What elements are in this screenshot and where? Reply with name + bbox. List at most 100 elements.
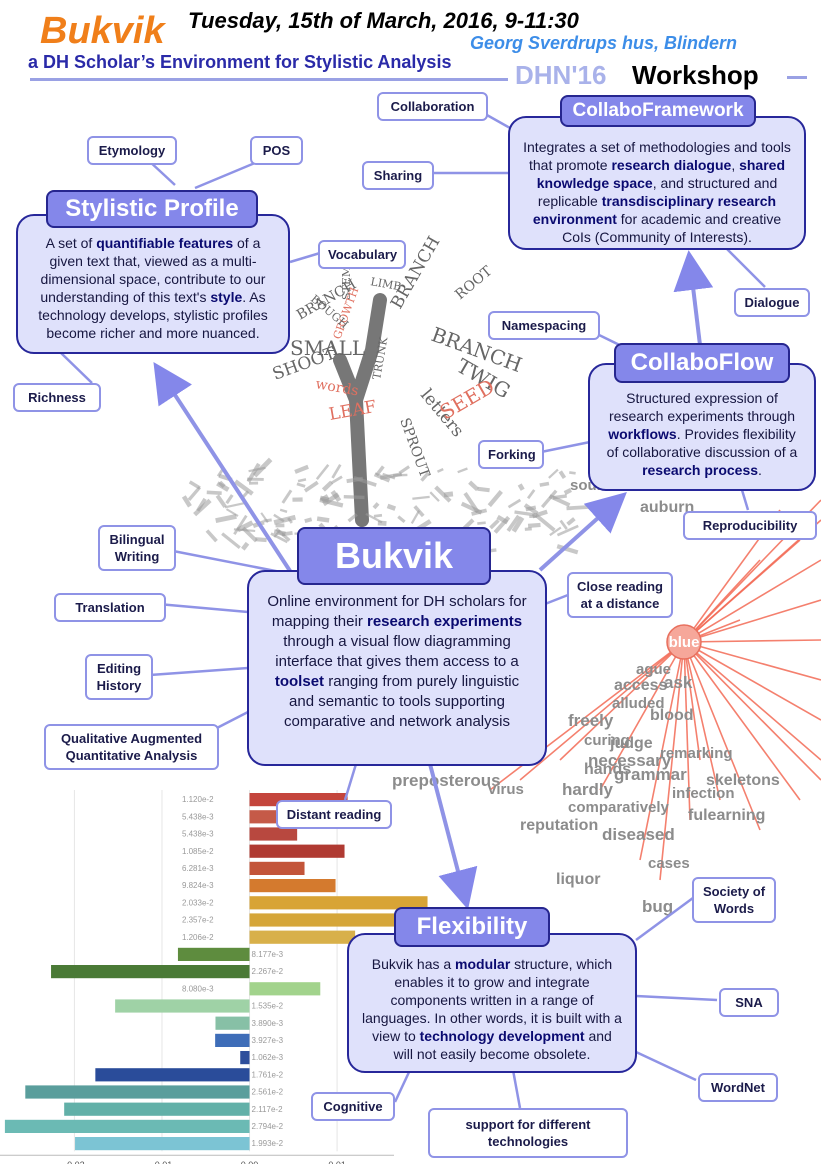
chart-data-label: 2.267e-2	[252, 967, 284, 976]
chart-data-label: 5.438e-3	[182, 830, 214, 839]
tree-root-mark	[373, 513, 383, 518]
tree-root-mark	[281, 489, 293, 504]
tree-root-mark	[372, 502, 380, 510]
flexibility-text: structure, which enables it to grow and …	[362, 956, 622, 1044]
header-rule-right	[787, 76, 807, 79]
tree-root-mark	[275, 523, 285, 528]
tree-root-mark	[234, 479, 254, 496]
tree-root-mark	[321, 480, 334, 492]
tag-reproducibility: Reproducibility	[683, 511, 817, 540]
tree-root-mark	[273, 514, 296, 525]
tree-root-mark	[347, 513, 358, 523]
brand-title: Bukvik	[40, 10, 165, 52]
chart-data-label: 1.085e-2	[182, 847, 214, 856]
tag-society-of-words: Society of Words	[692, 877, 776, 923]
network-word: judge	[609, 735, 653, 752]
network-edge	[659, 641, 685, 881]
tree-root-mark	[365, 512, 383, 524]
collaboframework-text: for academic and creative CoIs (Communit…	[562, 211, 782, 245]
collaboframework-highlight: shared knowledge space	[536, 157, 786, 191]
chart-data-label: 8.177e-3	[252, 950, 284, 959]
chart-data-label: 1.993e-2	[252, 1139, 284, 1148]
tree-root-mark	[373, 472, 391, 483]
tree-root-mark	[493, 515, 511, 534]
tree-root-mark	[468, 480, 480, 492]
collaboflow-highlight: workflows	[608, 426, 677, 442]
tree-root-mark	[249, 481, 259, 485]
tag-close-reading: Close reading at a distance	[567, 572, 673, 618]
chart-bar	[115, 999, 250, 1013]
flexibility-text: and will not easily become obsolete.	[393, 1028, 612, 1062]
tree-root-mark	[457, 467, 468, 474]
tree-root-mark	[436, 467, 444, 473]
tree-root-mark	[429, 491, 440, 502]
tag-namespacing: Namespacing	[488, 311, 600, 340]
collaboframework-highlight: research dialogue	[611, 157, 732, 173]
network-edge	[683, 641, 721, 801]
bukvik-title: Bukvik	[297, 527, 491, 585]
network-edge	[683, 641, 821, 721]
tag-sharing: Sharing	[362, 161, 434, 190]
tree-root-mark	[297, 478, 307, 483]
tree-root-mark	[343, 494, 365, 500]
tree-root-mark	[294, 464, 309, 474]
tree-root-mark	[563, 488, 572, 496]
tree-root-mark	[534, 513, 556, 532]
event-name: DHN'16	[515, 60, 607, 90]
tree-word: words	[314, 376, 359, 399]
collaboflow-highlight: research process	[642, 462, 759, 478]
tree-root-mark	[215, 514, 237, 524]
chart-bar	[249, 827, 298, 841]
network-edge	[683, 599, 821, 643]
tree-root-mark	[489, 518, 500, 530]
tree-root-mark	[540, 489, 558, 509]
stylistic-profile-highlight: quantifiable features	[96, 235, 234, 251]
tag-sna: SNA	[719, 988, 779, 1017]
network-word: fulearning	[688, 807, 765, 824]
tree-root-mark	[398, 465, 411, 475]
bukvik-highlight: toolset	[274, 673, 325, 690]
network-word: diseased	[602, 825, 675, 844]
chart-data-label: 9.824e-3	[182, 881, 214, 890]
network-edge	[683, 641, 691, 821]
tree-root-mark	[275, 527, 291, 542]
chart-bar	[215, 1033, 250, 1047]
network-word: ask	[664, 673, 693, 692]
network-word: auburn	[640, 499, 694, 516]
network-word: preposterous	[392, 771, 501, 790]
stylistic-profile-text: A set of	[45, 235, 97, 251]
flexibility-box: Bukvik has a modular structure, which en…	[347, 933, 637, 1073]
tree-root-mark	[205, 529, 218, 543]
network-word: access	[614, 677, 667, 694]
network-word: liquor	[556, 871, 600, 888]
tag-collaboration: Collaboration	[377, 92, 488, 121]
chart-bar	[249, 861, 305, 875]
network-edge	[639, 641, 685, 861]
tree-root-mark	[296, 482, 306, 488]
header-rule-left	[30, 78, 508, 81]
bukvik-text: ranging from purely linguistic and seman…	[284, 673, 520, 730]
tree-root-mark	[558, 470, 567, 480]
chart-data-label: 3.890e-3	[252, 1019, 284, 1028]
tree-root-mark	[279, 508, 288, 513]
chart-bar	[25, 1085, 250, 1099]
chart-data-label: 8.080e-3	[182, 984, 214, 993]
tree-root-mark	[316, 516, 330, 523]
tag-cognitive: Cognitive	[311, 1092, 395, 1121]
chart-data-label: 5.438e-3	[182, 812, 214, 821]
chart-bar	[51, 965, 250, 979]
network-edge	[559, 641, 685, 761]
chart-bar	[249, 896, 428, 910]
network-word: remarking	[660, 745, 733, 762]
network-word: freely	[568, 711, 614, 730]
tree-root-mark	[487, 490, 503, 508]
tree-root-mark	[322, 492, 340, 507]
collaboflow-box: Structured expression of research experi…	[588, 363, 816, 491]
flexibility-text: Bukvik has a	[371, 956, 456, 972]
tree-root-mark	[566, 505, 589, 511]
bukvik-text: through a visual flow diagramming interf…	[275, 633, 519, 670]
tree-word: STEM	[340, 266, 353, 300]
tree-root-mark	[566, 517, 576, 526]
chart-data-label: 2.561e-2	[252, 1088, 284, 1097]
